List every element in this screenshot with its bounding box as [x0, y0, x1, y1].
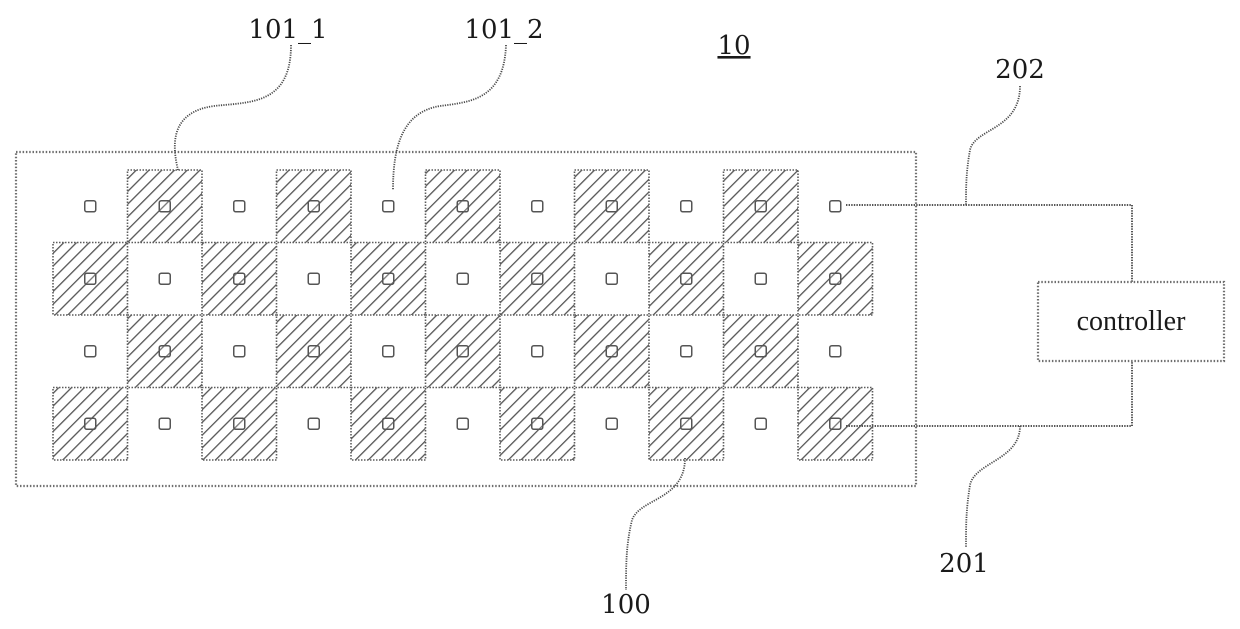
contact-pad: [755, 201, 766, 212]
contact-pad: [383, 273, 394, 284]
label-100: 100: [601, 590, 651, 620]
contact-pad: [681, 201, 692, 212]
contact-pad: [383, 346, 394, 357]
controller-label: controller: [1077, 306, 1187, 337]
contact-pad: [234, 418, 245, 429]
contact-pad: [606, 273, 617, 284]
label-202: 202: [995, 55, 1045, 85]
contact-pad: [532, 201, 543, 212]
contact-pad: [85, 346, 96, 357]
contact-pad: [606, 346, 617, 357]
line-202-wire: [846, 205, 1132, 282]
contact-pad: [532, 273, 543, 284]
contact-pad: [532, 418, 543, 429]
leader-100: [626, 458, 685, 590]
label-101-1: 101_1: [248, 15, 327, 45]
label-201: 201: [939, 549, 989, 579]
contact-pad: [457, 273, 468, 284]
contact-pad: [85, 418, 96, 429]
contact-pad: [85, 273, 96, 284]
contact-pad: [830, 201, 841, 212]
contact-pad: [532, 346, 543, 357]
leader-202: [966, 86, 1020, 205]
contact-pad: [681, 418, 692, 429]
contact-pad: [606, 201, 617, 212]
contact-pad: [383, 201, 394, 212]
leader-101-2: [393, 45, 506, 190]
contact-pad: [830, 273, 841, 284]
contact-pad: [755, 418, 766, 429]
label-101-2: 101_2: [464, 15, 543, 45]
contact-pad: [830, 346, 841, 357]
contact-pad: [457, 418, 468, 429]
electrode-grid: [53, 170, 873, 460]
contact-pad: [234, 346, 245, 357]
contact-pad: [159, 346, 170, 357]
line-201-wire: [846, 361, 1132, 426]
contact-pad: [159, 201, 170, 212]
contact-pad: [830, 418, 841, 429]
contact-pad: [755, 273, 766, 284]
contact-pad: [308, 418, 319, 429]
leader-201: [966, 426, 1020, 548]
contact-pad: [234, 273, 245, 284]
label-10: 10: [717, 31, 750, 61]
contact-pad: [308, 273, 319, 284]
contact-pad: [755, 346, 766, 357]
contact-pad: [308, 346, 319, 357]
contact-pad: [383, 418, 394, 429]
contact-pad: [234, 201, 245, 212]
contact-pad: [457, 346, 468, 357]
contact-pad: [457, 201, 468, 212]
contact-pad: [308, 201, 319, 212]
contact-pad: [681, 346, 692, 357]
contact-pad: [159, 273, 170, 284]
contact-pad: [681, 273, 692, 284]
contact-pad: [606, 418, 617, 429]
contact-pad: [85, 201, 96, 212]
contact-pad: [159, 418, 170, 429]
